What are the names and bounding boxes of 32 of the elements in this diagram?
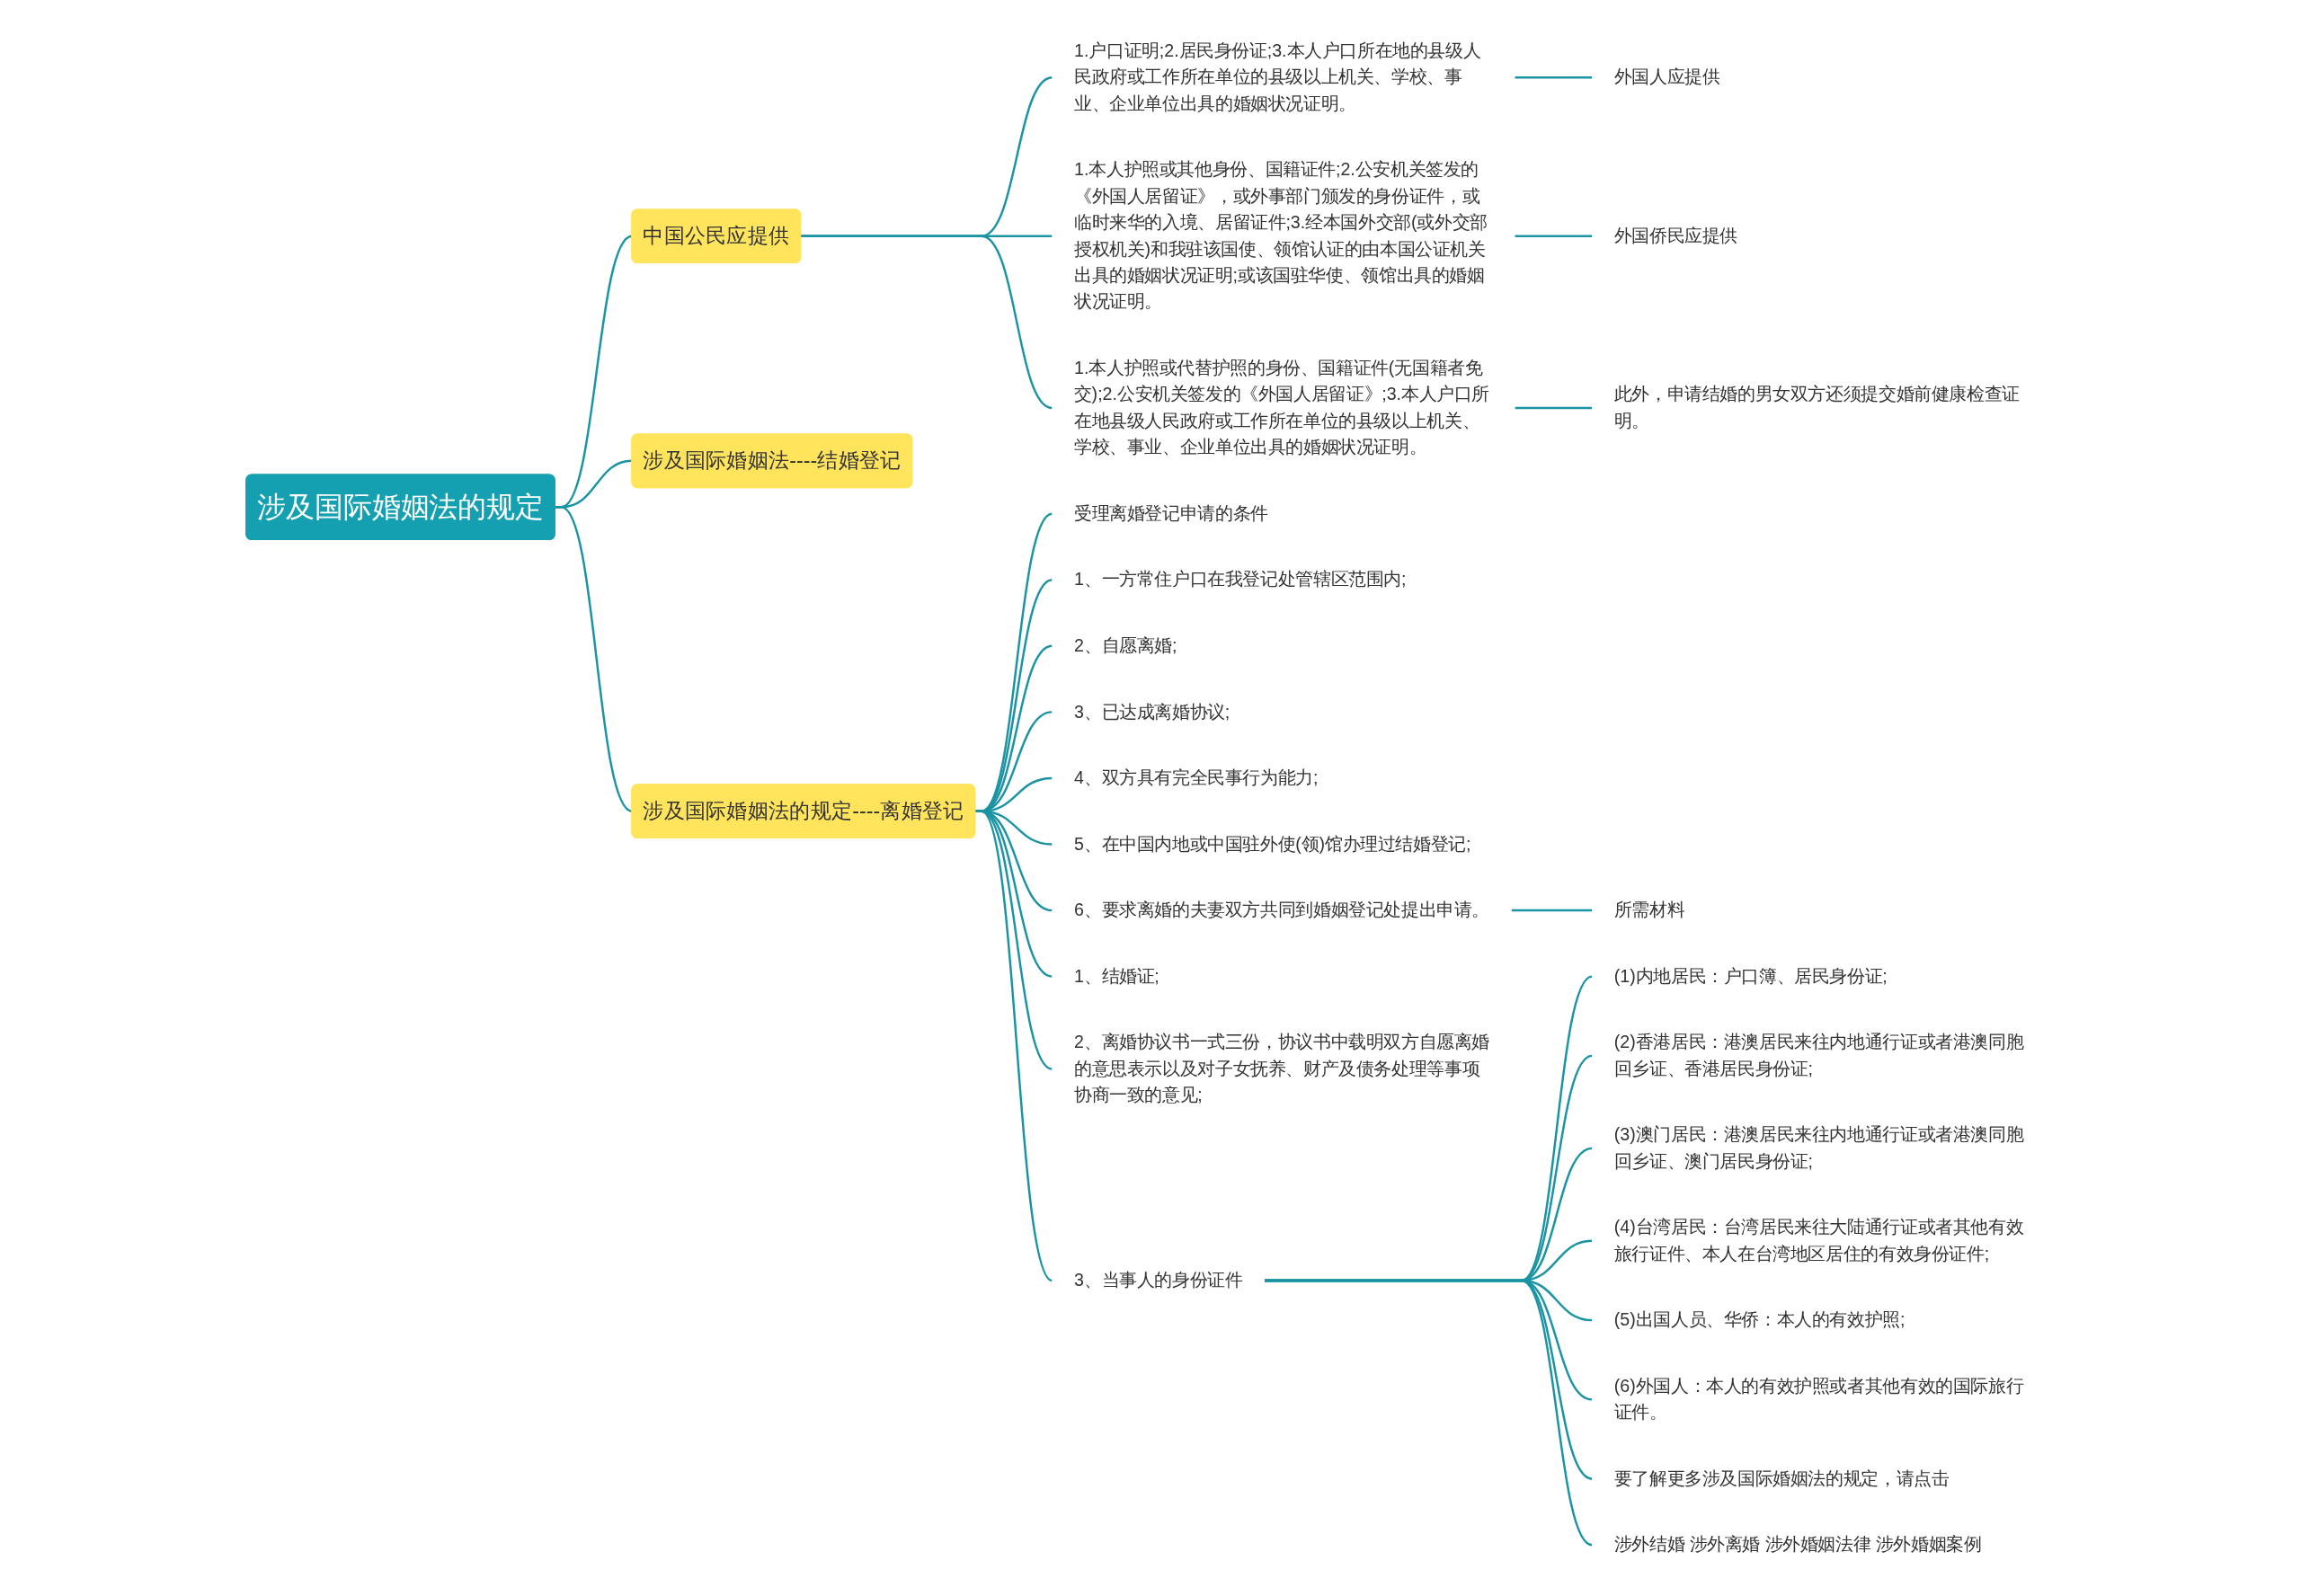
node-text: (3)澳门居民：港澳居民来往内地通行证或者港澳同胞回乡证、澳门居民身份证;	[1613, 1125, 2024, 1171]
node-text: 此外，申请结婚的男女双方还须提交婚前健康检查证明。	[1613, 385, 2020, 430]
node-text: 所需材料	[1613, 900, 1685, 919]
node-text: 2、离婚协议书一式三份，协议书中载明双方自愿离婚的意思表示以及对子女抚养、财产及债务处理等事项协商一致的意见;	[1073, 1033, 1490, 1104]
node-text: 5、在中国内地或中国驻外使(领)馆办理过结婚登记;	[1073, 834, 1471, 854]
connector	[1264, 1279, 1593, 1547]
node-text: (1)内地居民：户口簿、居民身份证;	[1613, 966, 1888, 986]
node-text: 2、自愿离婚;	[1073, 635, 1177, 655]
node-text: (4)台湾居民：台湾居民来往大陆通行证或者其他有效旅行证件、本人在台湾地区居住的有效身份证件;	[1613, 1218, 2024, 1264]
node-text: 1、结婚证;	[1073, 966, 1159, 986]
connector	[1515, 406, 1593, 410]
node-text: 涉外结婚 涉外离婚 涉外婚姻法律 涉外婚姻案例	[1613, 1535, 1982, 1555]
node-text: 1.本人护照或代替护照的身份、国籍证件(无国籍者免交);2.公安机关签发的《外国人居留证》;3.本人户口所在地县级人民政府或工作所在单位的县级以上机关、学校、事业、企业单位出具的婚姻状况证明。	[1073, 358, 1490, 457]
node-text: (5)出国人员、华侨：本人的有效护照;	[1613, 1310, 1906, 1329]
connector	[800, 235, 1053, 410]
node-text: 受理离婚登记申请的条件	[1073, 503, 1268, 523]
connector	[1515, 75, 1593, 79]
node-text: 外国人应提供	[1613, 67, 1720, 87]
node-text: 6、要求离婚的夫妻双方共同到婚姻登记处提出申请。	[1073, 900, 1490, 919]
node-text: 1、一方常住户口在我登记处管辖区范围内;	[1073, 570, 1407, 590]
node-text: 要了解更多涉及国际婚姻法的规定，请点击	[1613, 1468, 1950, 1488]
node-text: (6)外国人：本人的有效护照或者其他有效的国际旅行证件。	[1613, 1376, 2024, 1422]
connector	[1511, 909, 1593, 912]
connector	[1515, 235, 1593, 237]
connector	[974, 810, 1053, 1281]
node-text: 1.本人护照或其他身份、国籍证件;2.公安机关签发的《外国人居留证》，或外事部门颁发的身份证件，或临时来华的入境、居留证件;3.经本国外交部(或外交部授权机关)和我驻该国使、领馆认证的由本国公证机关出具的婚姻状况证明;或该国驻华使、领馆出具的婚姻状况证明。	[1073, 160, 1488, 312]
node-text: 4、双方具有完全民事行为能力;	[1073, 767, 1319, 787]
node-text: 外国侨民应提供	[1613, 226, 1738, 245]
node-text: 3、当事人的身份证件	[1073, 1270, 1243, 1290]
node-text: (2)香港居民：港澳居民来往内地通行证或者港澳同胞回乡证、香港居民身份证;	[1613, 1033, 2024, 1078]
node-text: 3、已达成离婚协议;	[1073, 702, 1230, 722]
node-text: 1.户口证明;2.居民身份证;3.本人户口所在地的县级人民政府或工作所在单位的县级以上机关、学校、事业、企业单位出具的婚姻状况证明。	[1073, 40, 1481, 113]
